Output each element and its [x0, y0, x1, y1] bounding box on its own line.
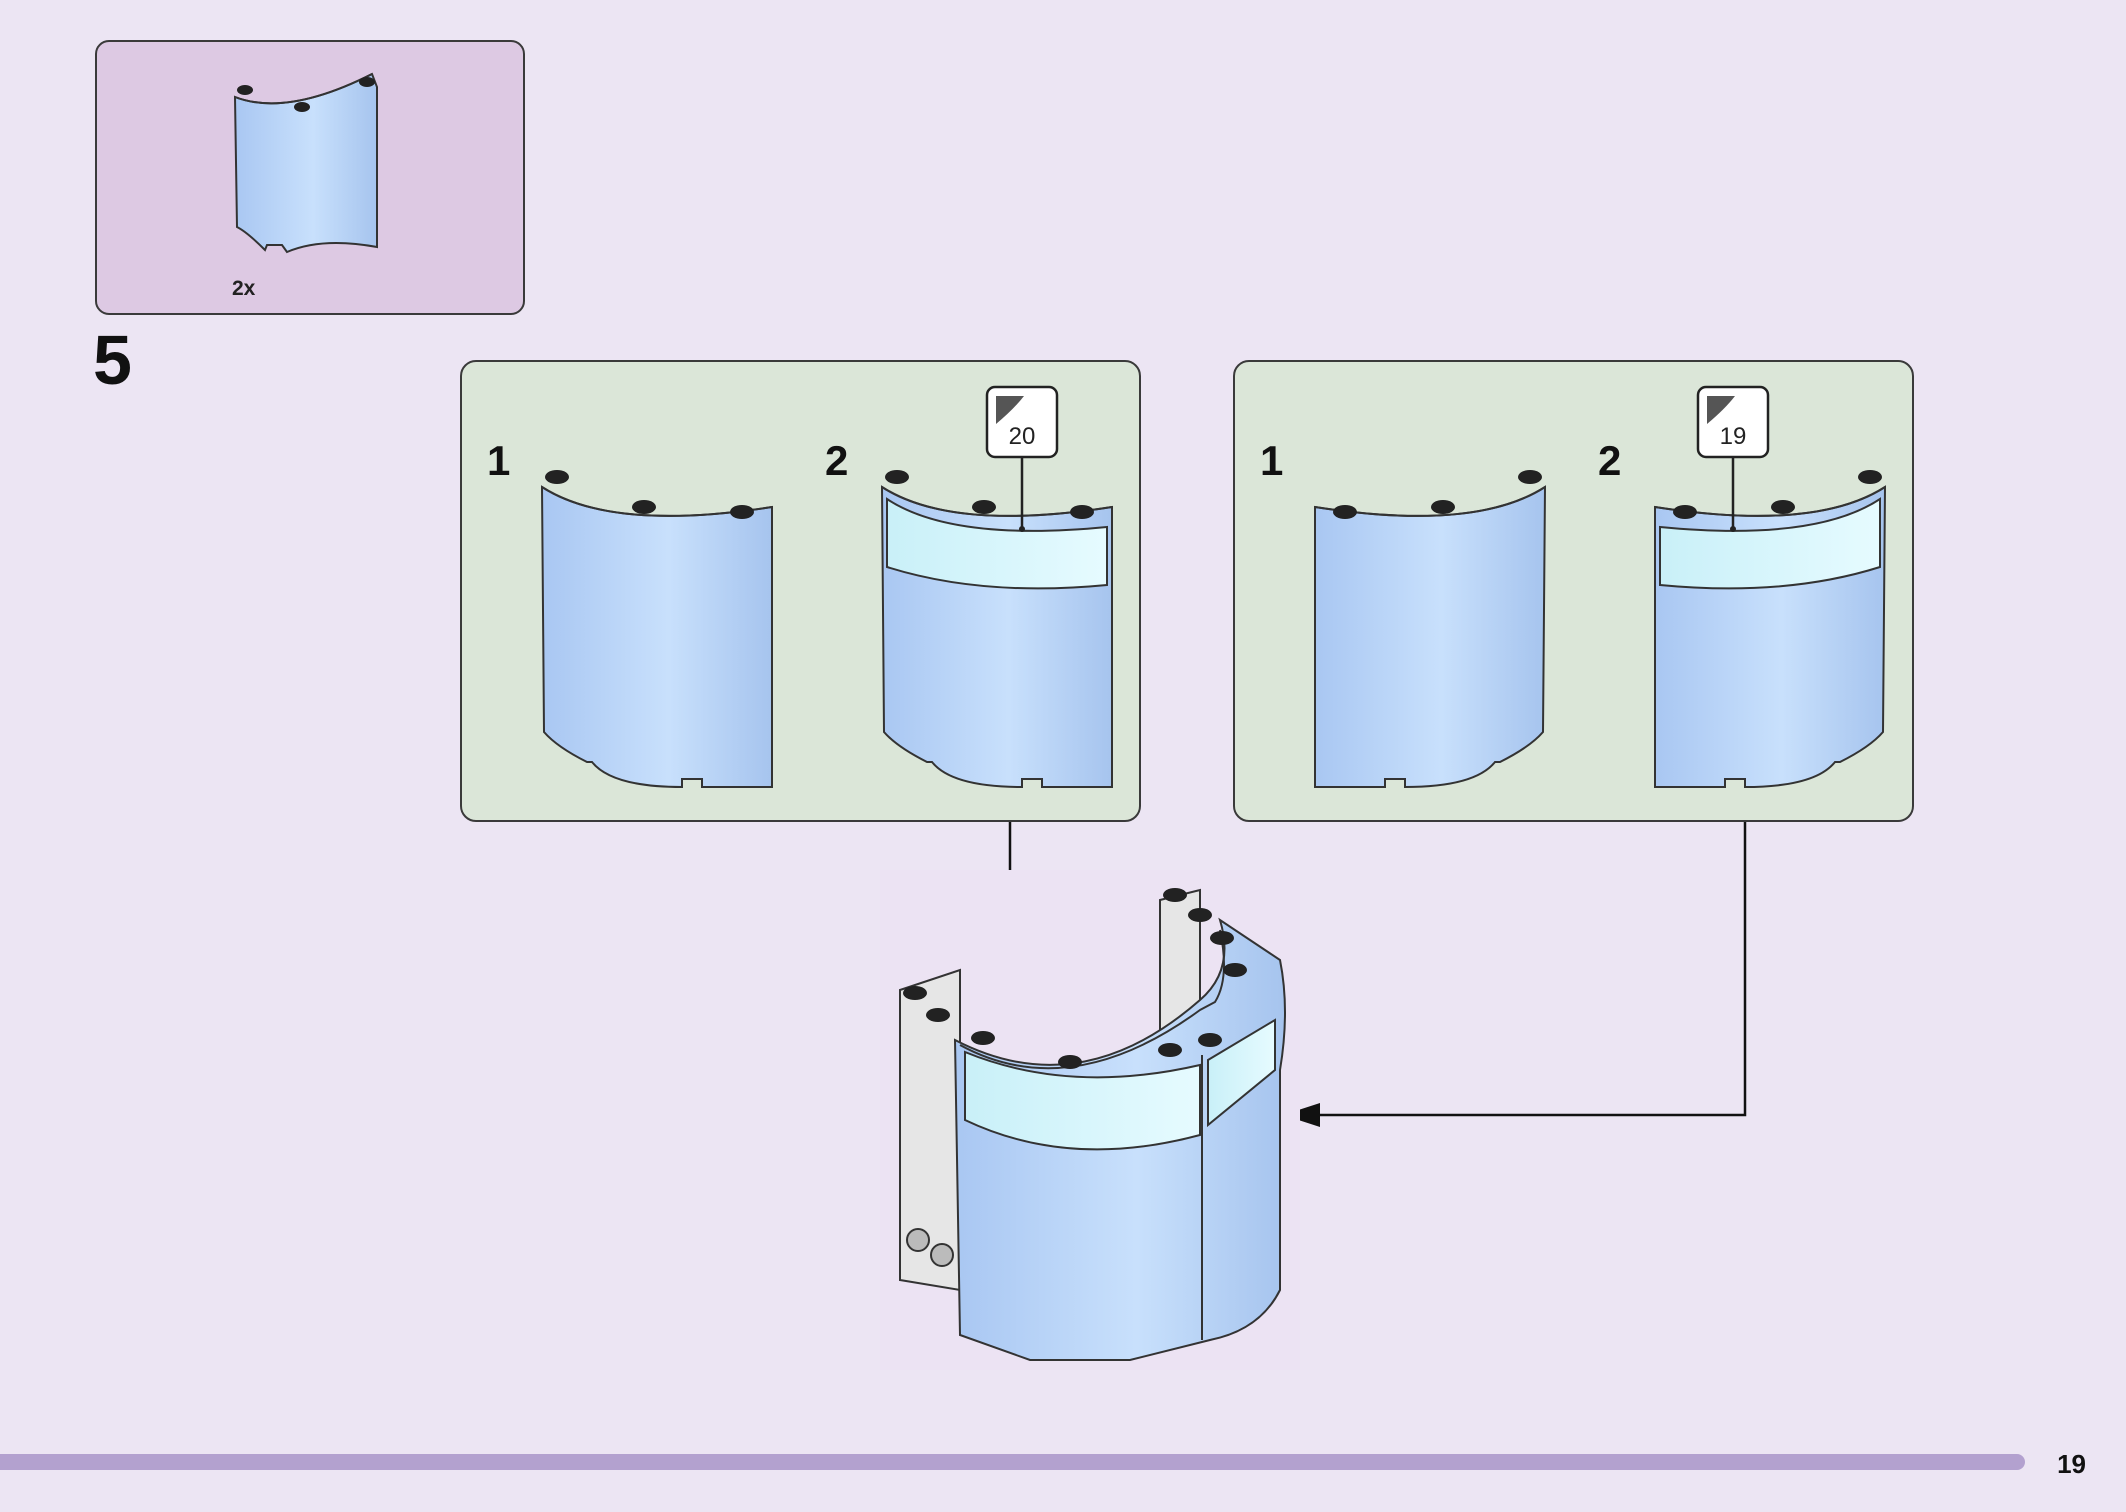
sub-step-1-label: 1	[1260, 437, 1284, 484]
parts-list-box: 2x	[95, 40, 525, 315]
sub-assembly-panel-left: 1 2 20	[460, 360, 1141, 822]
page-footer-bar	[0, 1454, 2025, 1470]
part-quantity: 2x	[232, 277, 256, 300]
curved-panel-brick	[1314, 470, 1547, 789]
sticker-number: 19	[1720, 423, 1747, 450]
arrow-right-to-assembly	[1283, 822, 1747, 1127]
step-number: 5	[93, 321, 132, 399]
sticker-callout-19: 19	[1696, 385, 1770, 532]
sub-step-1-label: 1	[487, 437, 511, 484]
sticker-callout-20: 20	[985, 385, 1059, 532]
curved-panel-part-icon	[233, 72, 378, 254]
curved-panel-brick	[540, 470, 773, 789]
sub-assembly-panel-right: 1 2 19	[1233, 360, 1914, 822]
sub-step-2-label: 2	[1598, 437, 1622, 484]
main-assembly	[880, 870, 1300, 1370]
sticker-number: 20	[1009, 423, 1036, 450]
page-number: 19	[2057, 1449, 2086, 1479]
curved-panel-brick-with-sticker	[1654, 470, 1887, 789]
sub-step-2-label: 2	[825, 437, 849, 484]
curved-panel-brick-with-sticker	[880, 470, 1113, 789]
